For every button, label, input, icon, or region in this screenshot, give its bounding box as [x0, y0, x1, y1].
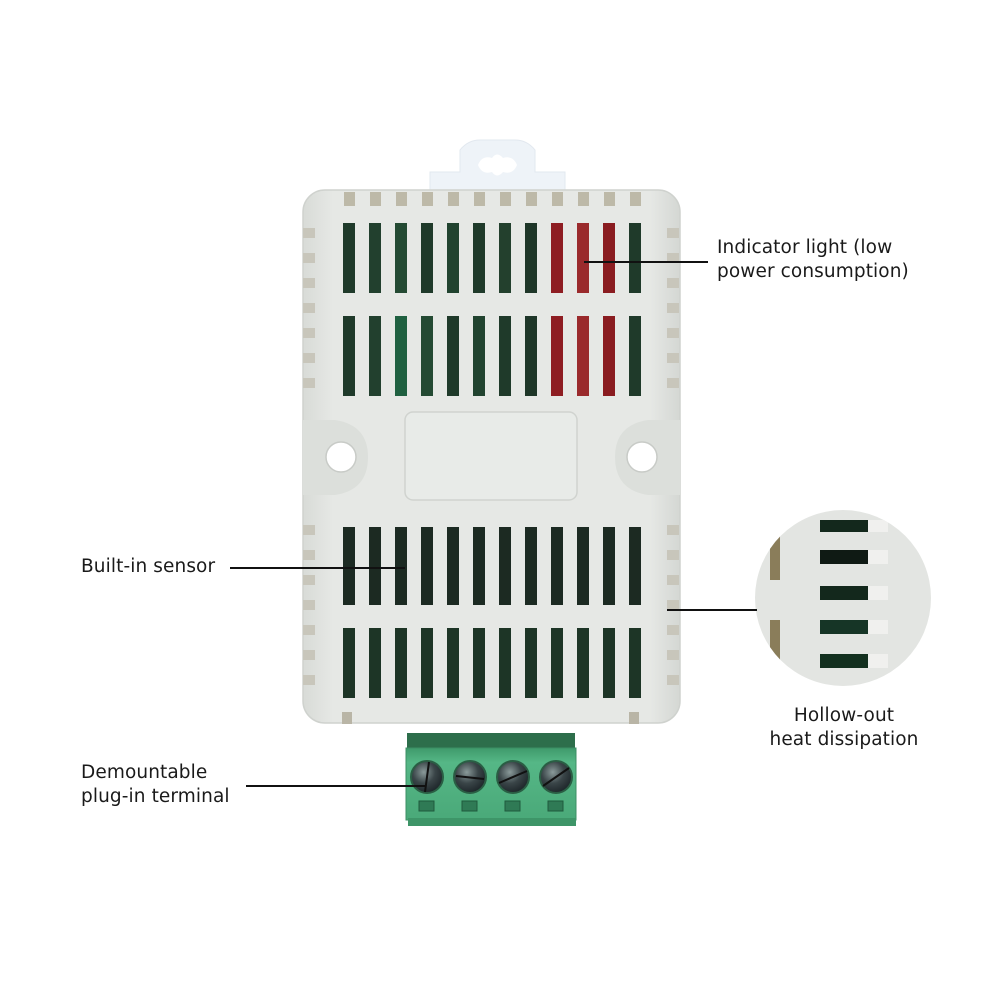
housing	[302, 189, 681, 724]
label-line: Hollow-out	[793, 705, 895, 726]
mounting-band	[303, 411, 680, 501]
leader-line-hollow	[667, 609, 757, 611]
label-line: Demountable	[81, 762, 208, 783]
vent-row-3	[343, 527, 641, 605]
vent-row-4	[343, 628, 641, 698]
mounting-hole-left	[325, 441, 357, 473]
leader-line-indicator	[584, 261, 708, 263]
label-line: plug-in terminal	[81, 786, 230, 807]
label-built-in-sensor: Built-in sensor	[81, 555, 215, 579]
label-indicator-light: Indicator light (low power consumption)	[717, 236, 909, 284]
label-hollow-out: Hollow-out heat dissipation	[744, 704, 944, 752]
leader-line-terminal	[246, 785, 426, 787]
vent-row-1	[343, 223, 641, 293]
label-line: Built-in sensor	[81, 556, 216, 577]
label-terminal: Demountable plug-in terminal	[81, 761, 230, 809]
mounting-hole-right	[626, 441, 658, 473]
hanger-tab	[429, 139, 566, 193]
vent-row-2	[343, 316, 641, 396]
leader-line-sensor	[230, 567, 405, 569]
label-line: heat dissipation	[769, 729, 919, 750]
terminal-block	[405, 733, 577, 826]
label-line: Indicator light (low	[717, 237, 893, 258]
detail-zoom-circle	[755, 510, 931, 686]
label-line: power consumption)	[717, 261, 909, 282]
